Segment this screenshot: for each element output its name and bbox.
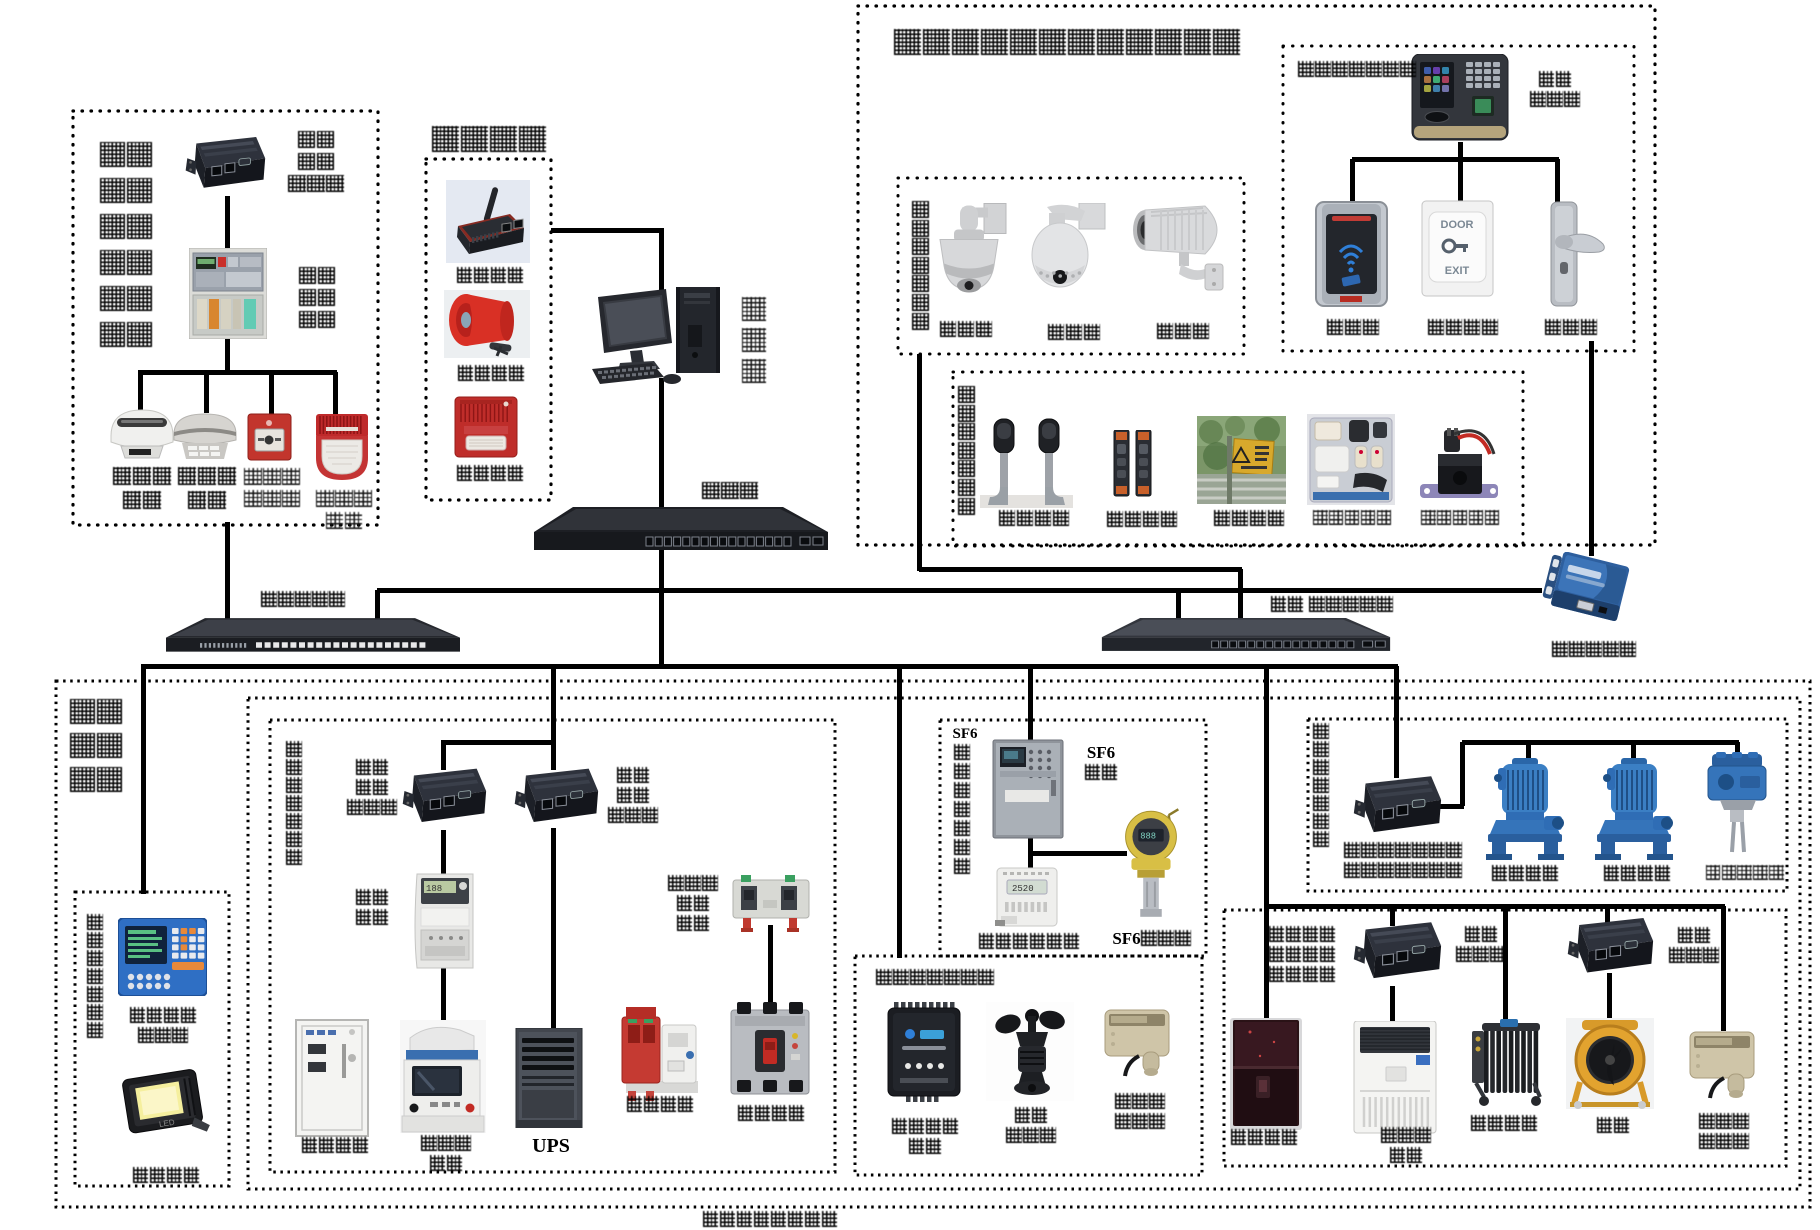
svg-text:188: 188 [426, 884, 442, 894]
svg-text:LED: LED [158, 1118, 175, 1129]
svg-text:888: 888 [1140, 832, 1156, 842]
svg-text:2520: 2520 [1012, 884, 1034, 894]
svg-text:DOOR: DOOR [1441, 219, 1474, 231]
svg-text:EXIT: EXIT [1445, 265, 1470, 277]
